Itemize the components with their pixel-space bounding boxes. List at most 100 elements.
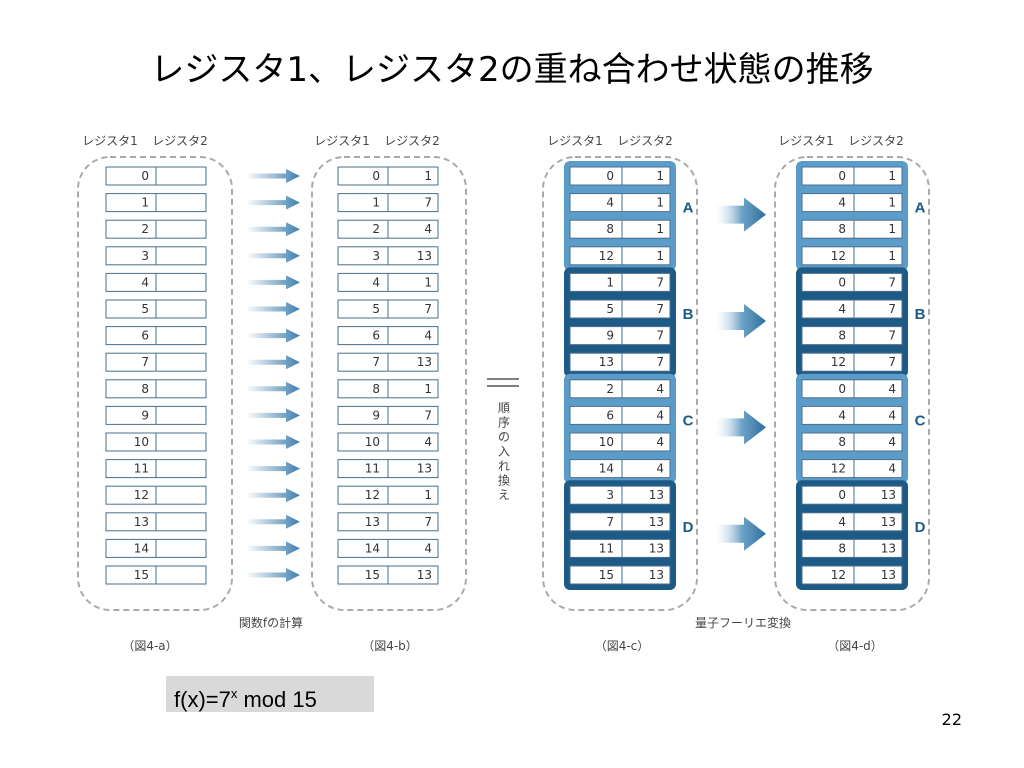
register2-value: 1: [424, 275, 432, 289]
register2-value: 1: [888, 249, 896, 263]
caption-b: （図4-b）: [362, 639, 418, 653]
register1-value: 4: [141, 275, 149, 289]
register-cell: 8 13: [801, 538, 903, 558]
register1-value: 15: [134, 568, 149, 582]
arrow-icon: [246, 222, 300, 237]
cell-box: [569, 459, 671, 479]
panel-outline-b: [311, 156, 467, 611]
register1-value: 13: [365, 515, 380, 529]
register1-value: 2: [141, 222, 149, 236]
register-cell: 2: [105, 219, 207, 239]
register1-value: 12: [134, 488, 149, 502]
register1-value: 4: [838, 515, 846, 529]
cell-box: [569, 166, 671, 186]
register2-value: 4: [656, 462, 664, 476]
register1-value: 0: [141, 169, 149, 183]
large-arrow-icon: [712, 304, 766, 338]
large-arrow-icon: [712, 516, 766, 551]
panel-c-group-block: [564, 267, 676, 378]
register1-value: 3: [141, 249, 149, 263]
register2-value: 7: [888, 355, 896, 369]
register2-value: 7: [656, 329, 664, 343]
formula-base: f(x)=7: [174, 687, 231, 712]
cell-box: [569, 432, 671, 452]
arrow-icon: [246, 514, 300, 529]
header-register2: レジスタ2: [848, 134, 904, 148]
cell-box: [801, 219, 903, 239]
register-cell: 9: [105, 405, 207, 425]
register2-value: 7: [656, 302, 664, 316]
register2-value: 4: [656, 435, 664, 449]
register1-value: 10: [599, 435, 614, 449]
register2-value: 13: [417, 249, 432, 263]
cell-box: [569, 299, 671, 319]
register2-value: 7: [424, 196, 432, 210]
register-cell: 8: [105, 379, 207, 399]
register2-value: 7: [888, 329, 896, 343]
register1-value: 5: [606, 302, 614, 316]
group-label: B: [683, 306, 694, 323]
cell-box: [569, 485, 671, 505]
panel-d-group-block: [796, 267, 908, 378]
register1-value: 8: [372, 382, 380, 396]
register1-value: 1: [372, 196, 380, 210]
arrow-icon: [246, 488, 300, 503]
register2-value: 13: [649, 515, 664, 529]
register1-value: 8: [838, 541, 846, 555]
register2-value: 13: [881, 541, 896, 555]
register2-value: 1: [888, 196, 896, 210]
panel-outline-d: [774, 156, 930, 611]
register1-value: 14: [365, 541, 380, 555]
register2-value: 7: [656, 355, 664, 369]
arrow-icon: [246, 302, 300, 316]
register2-value: 7: [888, 302, 896, 316]
register-cell: 10: [105, 432, 207, 452]
register2-value: 4: [888, 462, 896, 476]
register1-value: 6: [372, 329, 380, 343]
arrow-icon: [246, 381, 300, 396]
arrow-icon: [246, 195, 300, 210]
arrow-icon: [246, 541, 300, 556]
register-cell: 7: [105, 352, 207, 372]
register2-value: 13: [649, 568, 664, 582]
register1-value: 4: [838, 302, 846, 316]
register-cell: 4: [105, 272, 207, 292]
formula-exponent: x: [230, 686, 238, 701]
group-label: D: [915, 519, 926, 536]
register2-value: 4: [424, 222, 432, 236]
group-label: A: [683, 200, 694, 217]
register1-value: 7: [606, 515, 614, 529]
register2-value: 1: [656, 169, 664, 183]
register2-value: 13: [881, 568, 896, 582]
register-cell: 0: [105, 166, 207, 186]
register2-value: 4: [888, 408, 896, 422]
register1-value: 13: [599, 355, 614, 369]
register1-value: 9: [372, 408, 380, 422]
register1-value: 0: [606, 169, 614, 183]
register-cell: 12: [105, 485, 207, 505]
register-cell: 6: [105, 326, 207, 346]
formula-box: f(x)=7x mod 15: [166, 676, 374, 712]
